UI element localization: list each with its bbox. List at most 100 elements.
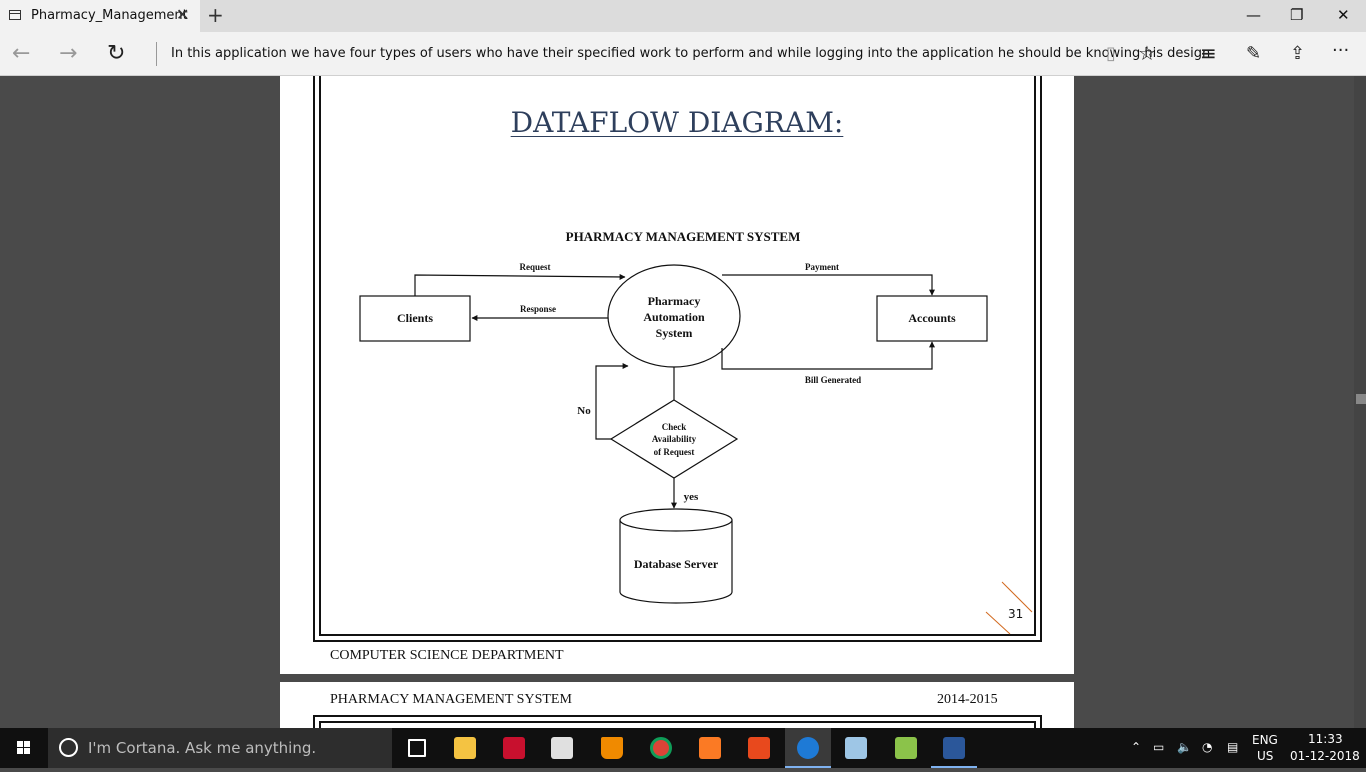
- chrome-icon: [650, 737, 672, 759]
- request-label: Request: [520, 262, 551, 272]
- favorite-star-icon[interactable]: ☆: [1138, 41, 1156, 65]
- back-icon[interactable]: ←: [12, 41, 31, 66]
- show-hidden-icons[interactable]: ⌃: [1131, 740, 1142, 754]
- next-document-page: PHARMACY MANAGEMENT SYSTEM 2014-2015: [280, 682, 1074, 728]
- database-label: Database Server: [634, 557, 719, 571]
- page-footer: COMPUTER SCIENCE DEPARTMENT: [330, 648, 564, 663]
- database-cylinder-top: [619, 508, 733, 532]
- payment-label: Payment: [805, 262, 839, 272]
- cortana-icon: [59, 738, 78, 757]
- cortana-placeholder: I'm Cortana. Ask me anything.: [88, 739, 317, 757]
- xampp-button[interactable]: [687, 728, 733, 768]
- refresh-icon[interactable]: ↻: [107, 41, 126, 66]
- tab-close-icon[interactable]: ✕: [176, 5, 190, 24]
- page-border-outer: [313, 715, 1042, 728]
- navigation-bar: ← → ↻ In this application we have four t…: [0, 32, 1366, 76]
- forward-icon[interactable]: →: [59, 41, 78, 66]
- battery-icon[interactable]: ▭: [1153, 740, 1165, 754]
- clients-label: Clients: [397, 311, 433, 325]
- page-border-inner: [319, 721, 1036, 728]
- notepad-icon: [895, 737, 917, 759]
- edge-button[interactable]: [785, 728, 831, 768]
- reading-view-icon[interactable]: ▯: [1106, 43, 1116, 64]
- document-page: DATAFLOW DIAGRAM: PHARMACY MANAGEMENT SY…: [280, 76, 1074, 674]
- scrollbar-thumb[interactable]: [1356, 394, 1366, 404]
- start-button[interactable]: [0, 728, 48, 768]
- browser-tab[interactable]: Pharmacy_Management ✕: [0, 0, 200, 32]
- page-header-right: 2014-2015: [937, 692, 998, 707]
- no-arrow: [595, 363, 629, 440]
- divider: [156, 42, 157, 66]
- diagram-title: PHARMACY MANAGEMENT SYSTEM: [566, 229, 801, 244]
- accounts-box: [876, 295, 988, 342]
- app-icon-2: [845, 737, 867, 759]
- database-cylinder: [619, 520, 733, 604]
- task-view-button[interactable]: [394, 728, 440, 768]
- decision-label-1: Check: [662, 422, 687, 432]
- share-icon[interactable]: ⇪: [1290, 43, 1306, 64]
- more-icon[interactable]: ···: [1332, 40, 1350, 61]
- decision-label-3: of Request: [654, 447, 695, 457]
- page-title: DATAFLOW DIAGRAM:: [280, 106, 1074, 139]
- file-explorer-button[interactable]: [442, 728, 488, 768]
- word-button[interactable]: [931, 728, 977, 768]
- page-border-outer: [313, 76, 1042, 642]
- clock-time[interactable]: 11:33: [1308, 732, 1343, 746]
- file-explorer-icon: [454, 737, 476, 759]
- notification-icon[interactable]: ▤: [1227, 740, 1239, 754]
- reader-app-button[interactable]: [491, 728, 537, 768]
- dataflow-diagram: PHARMACY MANAGEMENT SYSTEM Clients Pharm…: [359, 229, 1033, 635]
- edge-icon: [797, 737, 819, 759]
- language-top[interactable]: ENG: [1252, 733, 1278, 747]
- corner-ornament-2: [985, 611, 1011, 635]
- app-button[interactable]: [736, 728, 782, 768]
- tab-title: Pharmacy_Management: [31, 8, 188, 23]
- xampp-icon: [699, 737, 721, 759]
- notepad-button[interactable]: [883, 728, 929, 768]
- title-bar: Pharmacy_Management ✕ + — ❐ ✕: [0, 0, 1366, 32]
- word-icon: [943, 737, 965, 759]
- language-bottom[interactable]: US: [1257, 749, 1274, 763]
- web-note-icon[interactable]: ✎: [1246, 43, 1262, 64]
- clients-box: [359, 295, 471, 342]
- page-title-text: DATAFLOW DIAGRAM:: [510, 106, 844, 139]
- hub-icon[interactable]: ≡: [1200, 41, 1217, 65]
- tab-page-icon: [9, 10, 21, 20]
- process-label-3: System: [656, 326, 693, 340]
- corner-ornament-1: [1001, 581, 1033, 613]
- task-view-icon: [408, 739, 426, 757]
- process-label-2: Automation: [643, 310, 705, 324]
- decision-label-2: Availability: [652, 434, 697, 444]
- new-tab-icon[interactable]: +: [207, 3, 224, 27]
- taskbar: I'm Cortana. Ask me anything. ⌃ ▭ 🔈 ◔ ▤ …: [0, 728, 1366, 768]
- vlc-icon: [601, 737, 623, 759]
- clock-date[interactable]: 01-12-2018: [1290, 749, 1360, 763]
- wifi-icon[interactable]: ◔: [1202, 740, 1213, 754]
- address-bar[interactable]: In this application we have four types o…: [171, 46, 1211, 61]
- page-header-left: PHARMACY MANAGEMENT SYSTEM: [330, 692, 572, 707]
- payment-arrow: [722, 274, 935, 296]
- page-number: 31: [1008, 607, 1024, 621]
- process-label-1: Pharmacy: [648, 294, 701, 308]
- request-arrow: [414, 273, 626, 296]
- vlc-button[interactable]: [589, 728, 635, 768]
- yes-label: yes: [684, 491, 699, 503]
- store-button[interactable]: [539, 728, 585, 768]
- bill-generated-arrow: [721, 341, 935, 370]
- window-close-icon[interactable]: ✕: [1337, 6, 1350, 24]
- windows-logo-icon: [17, 741, 30, 754]
- chrome-button[interactable]: [638, 728, 684, 768]
- response-label: Response: [520, 304, 556, 314]
- minimize-icon[interactable]: —: [1246, 6, 1261, 24]
- bill-generated-label: Bill Generated: [805, 375, 861, 385]
- volume-icon[interactable]: 🔈: [1177, 740, 1192, 754]
- page-border-inner: [319, 76, 1036, 636]
- accounts-label: Accounts: [908, 311, 956, 325]
- store-icon: [551, 737, 573, 759]
- document-viewer[interactable]: DATAFLOW DIAGRAM: PHARMACY MANAGEMENT SY…: [0, 76, 1366, 728]
- app-button-2[interactable]: [833, 728, 879, 768]
- restore-icon[interactable]: ❐: [1290, 6, 1304, 24]
- app-icon: [748, 737, 770, 759]
- no-label: No: [577, 405, 591, 417]
- cortana-search-box[interactable]: I'm Cortana. Ask me anything.: [48, 728, 392, 768]
